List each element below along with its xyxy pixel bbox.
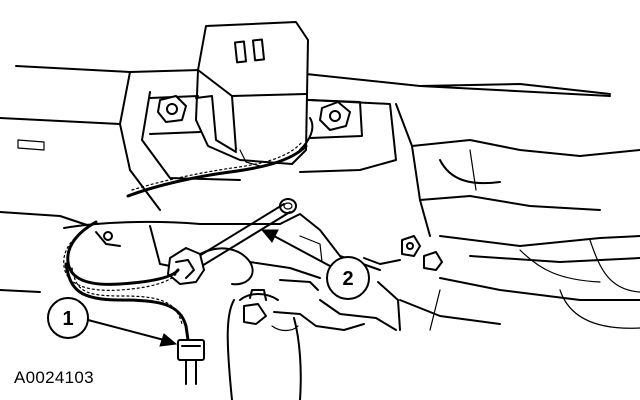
electrical-connector (177, 339, 205, 385)
wiring-harness-upper (126, 117, 314, 198)
body-panel-outline (0, 65, 640, 331)
sensor-wiring-harness (63, 220, 190, 342)
bolt-left (157, 95, 187, 123)
callout-1: 1 (47, 297, 178, 347)
module-housing (149, 21, 309, 167)
callout-2-number: 2 (342, 268, 353, 290)
callout-2: 2 (260, 229, 370, 300)
rod-clip-connector (167, 247, 205, 285)
steering-column (226, 289, 365, 400)
bolt-lower-right (401, 235, 443, 271)
lower-structure (63, 213, 401, 331)
mounting-plate (307, 99, 363, 139)
actuator-rod (185, 198, 297, 273)
figure-id-label: A0024103 (14, 368, 94, 387)
bolt-right (319, 101, 351, 131)
callout-1-number: 1 (62, 308, 73, 330)
